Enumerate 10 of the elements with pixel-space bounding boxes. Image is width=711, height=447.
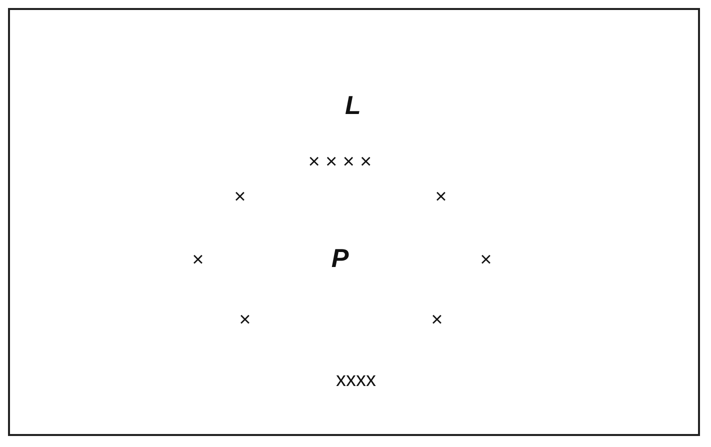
- cross-mark: ×: [431, 310, 443, 330]
- cross-mark: ×: [192, 250, 204, 270]
- cross-mark: ×: [480, 250, 492, 270]
- cross-mark: ×: [239, 310, 251, 330]
- cross-mark: ×: [234, 187, 246, 207]
- letter-label: P: [331, 245, 349, 271]
- cross-mark-row: xxxx: [336, 370, 376, 390]
- cross-mark-row: × × × ×: [308, 152, 372, 172]
- cross-mark: ×: [435, 187, 447, 207]
- letter-label: L: [345, 92, 361, 118]
